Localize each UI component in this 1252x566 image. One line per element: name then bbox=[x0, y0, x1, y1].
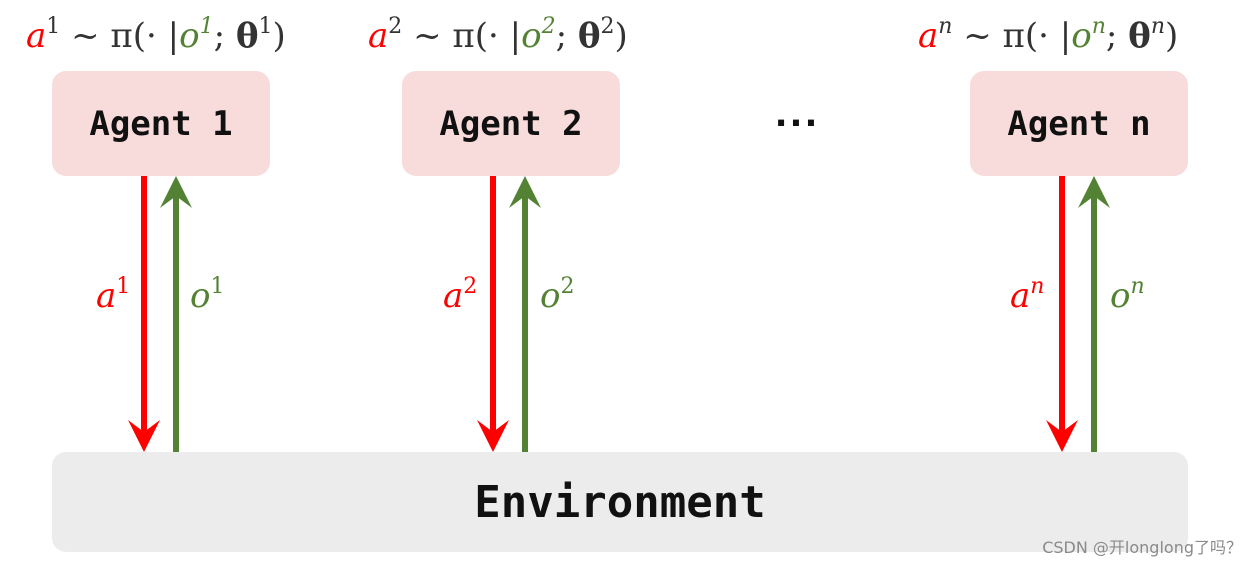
agent-n-label: Agent n bbox=[1007, 103, 1151, 144]
ellipsis: ... bbox=[774, 95, 820, 135]
policy-formula-n: an ~ π(· |on; θn) bbox=[918, 14, 1179, 57]
observation-label-2: o2 bbox=[540, 274, 575, 317]
environment-box: Environment bbox=[52, 452, 1188, 552]
action-symbol: a bbox=[26, 16, 47, 56]
agent-1-box: Agent 1 bbox=[52, 71, 270, 176]
agent-2-label: Agent 2 bbox=[439, 103, 583, 144]
action-label-n: an bbox=[1010, 274, 1045, 317]
observation-arrow-1 bbox=[160, 176, 192, 452]
observation-label-1: o1 bbox=[190, 274, 225, 317]
action-arrow-1 bbox=[128, 176, 160, 452]
agent-n-box: Agent n bbox=[970, 71, 1188, 176]
watermark: CSDN @开longlong了吗？ bbox=[1042, 538, 1242, 557]
policy-formula-1: a1 ~ π(· |o1; θ1) bbox=[26, 14, 286, 57]
observation-arrow-2 bbox=[509, 176, 541, 452]
action-arrow-n bbox=[1046, 176, 1078, 452]
action-label-2: a2 bbox=[443, 274, 478, 317]
agent-1-label: Agent 1 bbox=[89, 103, 233, 144]
policy-formula-2: a2 ~ π(· |o2; θ2) bbox=[368, 14, 628, 57]
environment-label: Environment bbox=[474, 476, 766, 528]
observation-label-n: on bbox=[1110, 274, 1145, 317]
action-label-1: a1 bbox=[96, 274, 131, 317]
action-arrow-2 bbox=[477, 176, 509, 452]
agent-2-box: Agent 2 bbox=[402, 71, 620, 176]
observation-arrow-n bbox=[1078, 176, 1110, 452]
